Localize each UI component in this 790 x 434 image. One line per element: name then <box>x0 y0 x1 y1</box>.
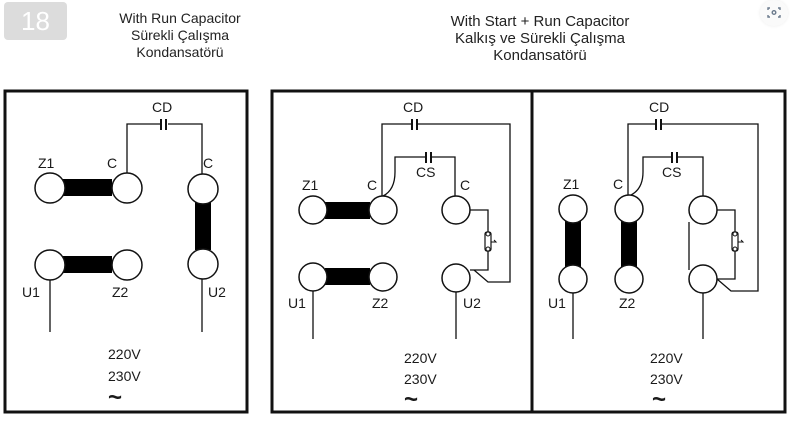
link-bridge <box>621 220 637 270</box>
link-bridge <box>565 220 581 270</box>
terminal-label-z1: Z1 <box>38 155 55 171</box>
wire <box>717 251 736 280</box>
voltage-label: 230V <box>404 371 437 387</box>
title-line: Kalkış ve Sürekli Çalışma <box>454 30 626 47</box>
wire <box>432 156 456 196</box>
voltage-label: 230V <box>650 371 683 387</box>
terminal-u1 <box>34 249 66 281</box>
terminal-z2 <box>614 264 644 294</box>
start-run-capacitor-title: With Start + Run Capacitor Kalkış ve Sür… <box>400 13 680 64</box>
terminal-u1 <box>558 264 588 294</box>
voltage-label: 220V <box>108 346 141 362</box>
terminal-u2 <box>441 263 471 293</box>
link-bridge <box>325 268 370 285</box>
capacitor-label-cd: CD <box>649 99 669 115</box>
wire <box>717 209 736 232</box>
title-line: Sürekli Çalışma <box>130 27 230 43</box>
title-line: Kondansatörü <box>136 44 224 60</box>
link-bridge <box>195 202 211 250</box>
terminal-c <box>614 194 644 224</box>
terminal-label-u1: U1 <box>288 295 306 311</box>
capacitor-label-cd: CD <box>152 99 172 115</box>
link-bridge <box>325 202 370 219</box>
title-line: With Run Capacitor <box>119 10 241 26</box>
link-bridge <box>62 256 112 273</box>
switch-contact <box>485 231 491 237</box>
capacitor-label-cs: CS <box>662 164 681 180</box>
voltage-label: 220V <box>404 350 437 366</box>
run-capacitor-title: With Run Capacitor Sürekli Çalışma Konda… <box>80 10 280 61</box>
terminal-z2 <box>111 249 143 281</box>
wire <box>627 123 655 196</box>
title-line: With Start + Run Capacitor <box>450 13 630 30</box>
wire <box>126 123 160 174</box>
capacitor-label-cs: CS <box>416 164 435 180</box>
terminal-label-c: C <box>460 177 470 193</box>
wire <box>470 251 489 271</box>
terminal-label-u1: U1 <box>22 284 40 300</box>
terminal-u2 <box>187 248 219 280</box>
terminal-z1 <box>298 195 328 225</box>
switch-contact <box>485 246 491 252</box>
switch-contact <box>732 246 738 252</box>
start-run-panel-a <box>298 119 511 339</box>
wire <box>382 156 425 197</box>
terminal-label-z2: Z2 <box>619 295 636 311</box>
link-bridge <box>62 179 112 196</box>
terminal-label-u2: U2 <box>208 284 226 300</box>
terminal-u2 <box>688 264 718 294</box>
terminal-label-z2: Z2 <box>372 295 389 311</box>
terminal-c <box>441 195 471 225</box>
voltage-label: 230V <box>108 368 141 384</box>
run-panel <box>34 119 219 332</box>
terminal-label-c: C <box>367 177 377 193</box>
title-line: Kondansatörü <box>493 47 587 64</box>
ac-symbol: ~ <box>652 386 666 413</box>
capacitor-label-cd: CD <box>403 99 423 115</box>
ac-symbol: ~ <box>404 386 418 413</box>
terminal-label-u2: U2 <box>463 295 481 311</box>
terminal-u1 <box>298 262 328 292</box>
terminal-label-c: C <box>613 176 623 192</box>
terminal-c <box>368 195 398 225</box>
visual-search-button[interactable] <box>760 0 788 26</box>
wire <box>381 123 411 196</box>
wire <box>168 123 203 174</box>
switch-contact <box>732 231 738 237</box>
switch-lever <box>491 239 498 243</box>
terminal-label-z1: Z1 <box>302 177 319 193</box>
visual-search-icon <box>767 7 781 18</box>
wire <box>662 123 759 292</box>
terminal-label-c: C <box>107 155 117 171</box>
switch-lever <box>738 239 745 243</box>
wire <box>628 156 671 197</box>
terminal-z1 <box>558 194 588 224</box>
terminal-z2 <box>368 262 398 292</box>
terminal-c <box>688 195 718 225</box>
terminal-c <box>187 173 219 205</box>
terminal-label-z2: Z2 <box>112 284 129 300</box>
terminal-z1 <box>34 172 66 204</box>
start-run-panel-b <box>558 119 759 339</box>
wire <box>470 209 489 232</box>
terminal-c <box>111 172 143 204</box>
voltage-label: 220V <box>650 350 683 366</box>
terminal-label-z1: Z1 <box>563 176 580 192</box>
run-panel-frame <box>3 89 249 414</box>
terminal-label-u1: U1 <box>548 295 566 311</box>
wire <box>418 123 511 283</box>
start-run-panel-frame <box>270 89 787 414</box>
wire <box>678 156 704 196</box>
terminal-label-c: C <box>203 155 213 171</box>
diagram-number-badge: 18 <box>4 2 67 40</box>
ac-symbol: ~ <box>108 384 122 411</box>
